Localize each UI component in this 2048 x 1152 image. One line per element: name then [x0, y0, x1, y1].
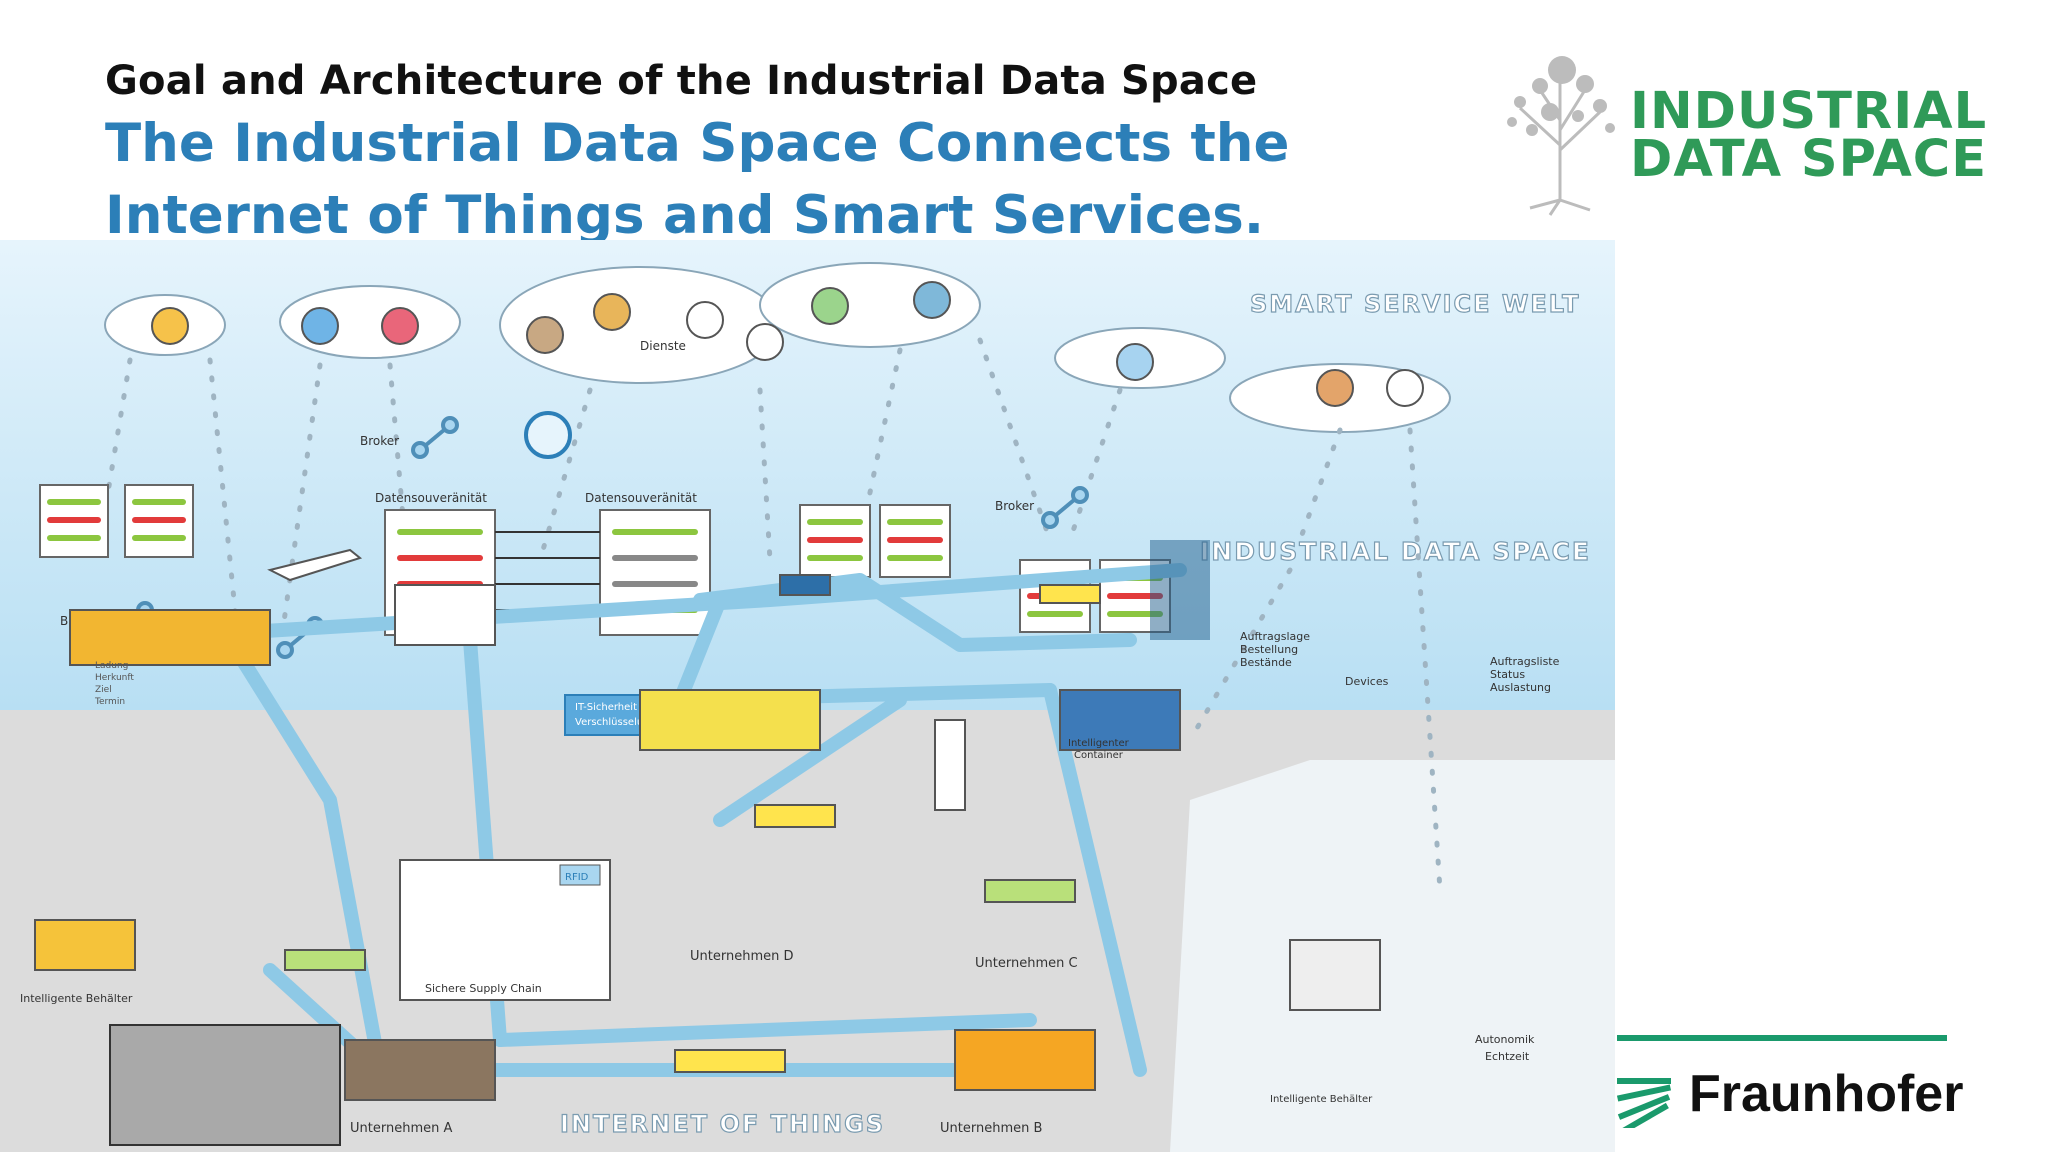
unternehmen-d-label: Unternehmen D — [690, 949, 794, 964]
termin-label: Termin — [94, 697, 125, 707]
devices-label: Devices — [1345, 675, 1389, 688]
smart-container-yellow — [34, 919, 136, 971]
airplane-icon — [267, 548, 363, 582]
datensouveraenitaet-right: Datensouveränität — [585, 491, 697, 505]
unternehmen-a-building — [344, 1039, 496, 1101]
supply-chain-label: Sichere Supply Chain — [425, 982, 542, 995]
iot-zone-label: INTERNET OF THINGS — [560, 1110, 885, 1138]
harbor — [1150, 540, 1210, 640]
unternehmen-b-label: Unternehmen B — [940, 1121, 1042, 1136]
ids-logo-line1: INDUSTRIAL — [1630, 82, 1988, 141]
airport-terminal — [69, 609, 271, 666]
bestellung-label: Bestellung — [1240, 643, 1298, 656]
unternehmen-c-label: Unternehmen C — [975, 956, 1078, 971]
ids-zone-label: INDUSTRIAL DATA SPACE — [1200, 537, 1591, 566]
fraunhofer-mark-icon — [1617, 1078, 1672, 1128]
autonomik-label: Autonomik — [1475, 1033, 1535, 1046]
hospital-building — [394, 584, 496, 646]
dienste-label: Dienste — [640, 339, 686, 353]
datensouveraenitaet-left: Datensouveränität — [375, 491, 487, 505]
bestaende-label: Bestände — [1240, 656, 1292, 669]
architecture-illustration: Dienste SMART SERVICE WELT INDUSTRIAL DA… — [0, 240, 1615, 1152]
unternehmen-a-label: Unternehmen A — [350, 1121, 452, 1136]
herkunft-label: Herkunft — [95, 673, 134, 683]
echtzeit-label: Echtzeit — [1485, 1050, 1530, 1063]
fraunhofer-logo: Fraunhofer — [1617, 1030, 2048, 1152]
rfid-label: RFID — [565, 872, 589, 883]
slide-subtitle: The Industrial Data Space Connects the I… — [105, 113, 1290, 246]
unternehmen-c-building — [1059, 689, 1181, 751]
unternehmen-b-building — [954, 1029, 1096, 1091]
broker-label-1: Broker — [360, 434, 399, 448]
office-tower — [934, 719, 966, 811]
ladung-label: Ladung — [95, 661, 128, 671]
it-security-line1: IT-Sicherheit — [575, 702, 637, 713]
unternehmen-d-building — [639, 689, 821, 751]
smart-service-label: SMART SERVICE WELT — [1250, 290, 1580, 318]
intelligenter-container-line2: Container — [1074, 750, 1124, 761]
it-security-line2: Verschlüsselung — [575, 717, 656, 728]
tree-icon — [1507, 56, 1615, 216]
broker-label-3: Broker — [995, 499, 1034, 513]
auftragsliste-label: Auftragsliste — [1490, 655, 1560, 668]
fraunhofer-wordmark: Fraunhofer — [1689, 1065, 1964, 1123]
intelligente-behaelter-label: Intelligente Behälter — [20, 992, 133, 1005]
auftragslage-label: Auftragslage — [1240, 630, 1310, 643]
cargo-detail — [109, 1024, 341, 1146]
smart-factory — [1289, 939, 1381, 1011]
factory-zone — [1170, 760, 1615, 1152]
status-label: Status — [1490, 668, 1525, 681]
trucks — [284, 574, 1101, 1073]
intelligenter-container-line1: Intelligenter — [1068, 738, 1130, 749]
ids-logo-line2: DATA SPACE — [1630, 130, 1988, 189]
auslastung-label: Auslastung — [1490, 681, 1551, 694]
slide-title: Goal and Architecture of the Industrial … — [105, 58, 1258, 104]
ziel-label: Ziel — [95, 685, 112, 695]
industrial-data-space-logo: INDUSTRIAL DATA SPACE — [1490, 50, 1990, 220]
intelligente-behaelter-label-2: Intelligente Behälter — [1270, 1094, 1373, 1105]
sync-icon — [524, 411, 572, 459]
